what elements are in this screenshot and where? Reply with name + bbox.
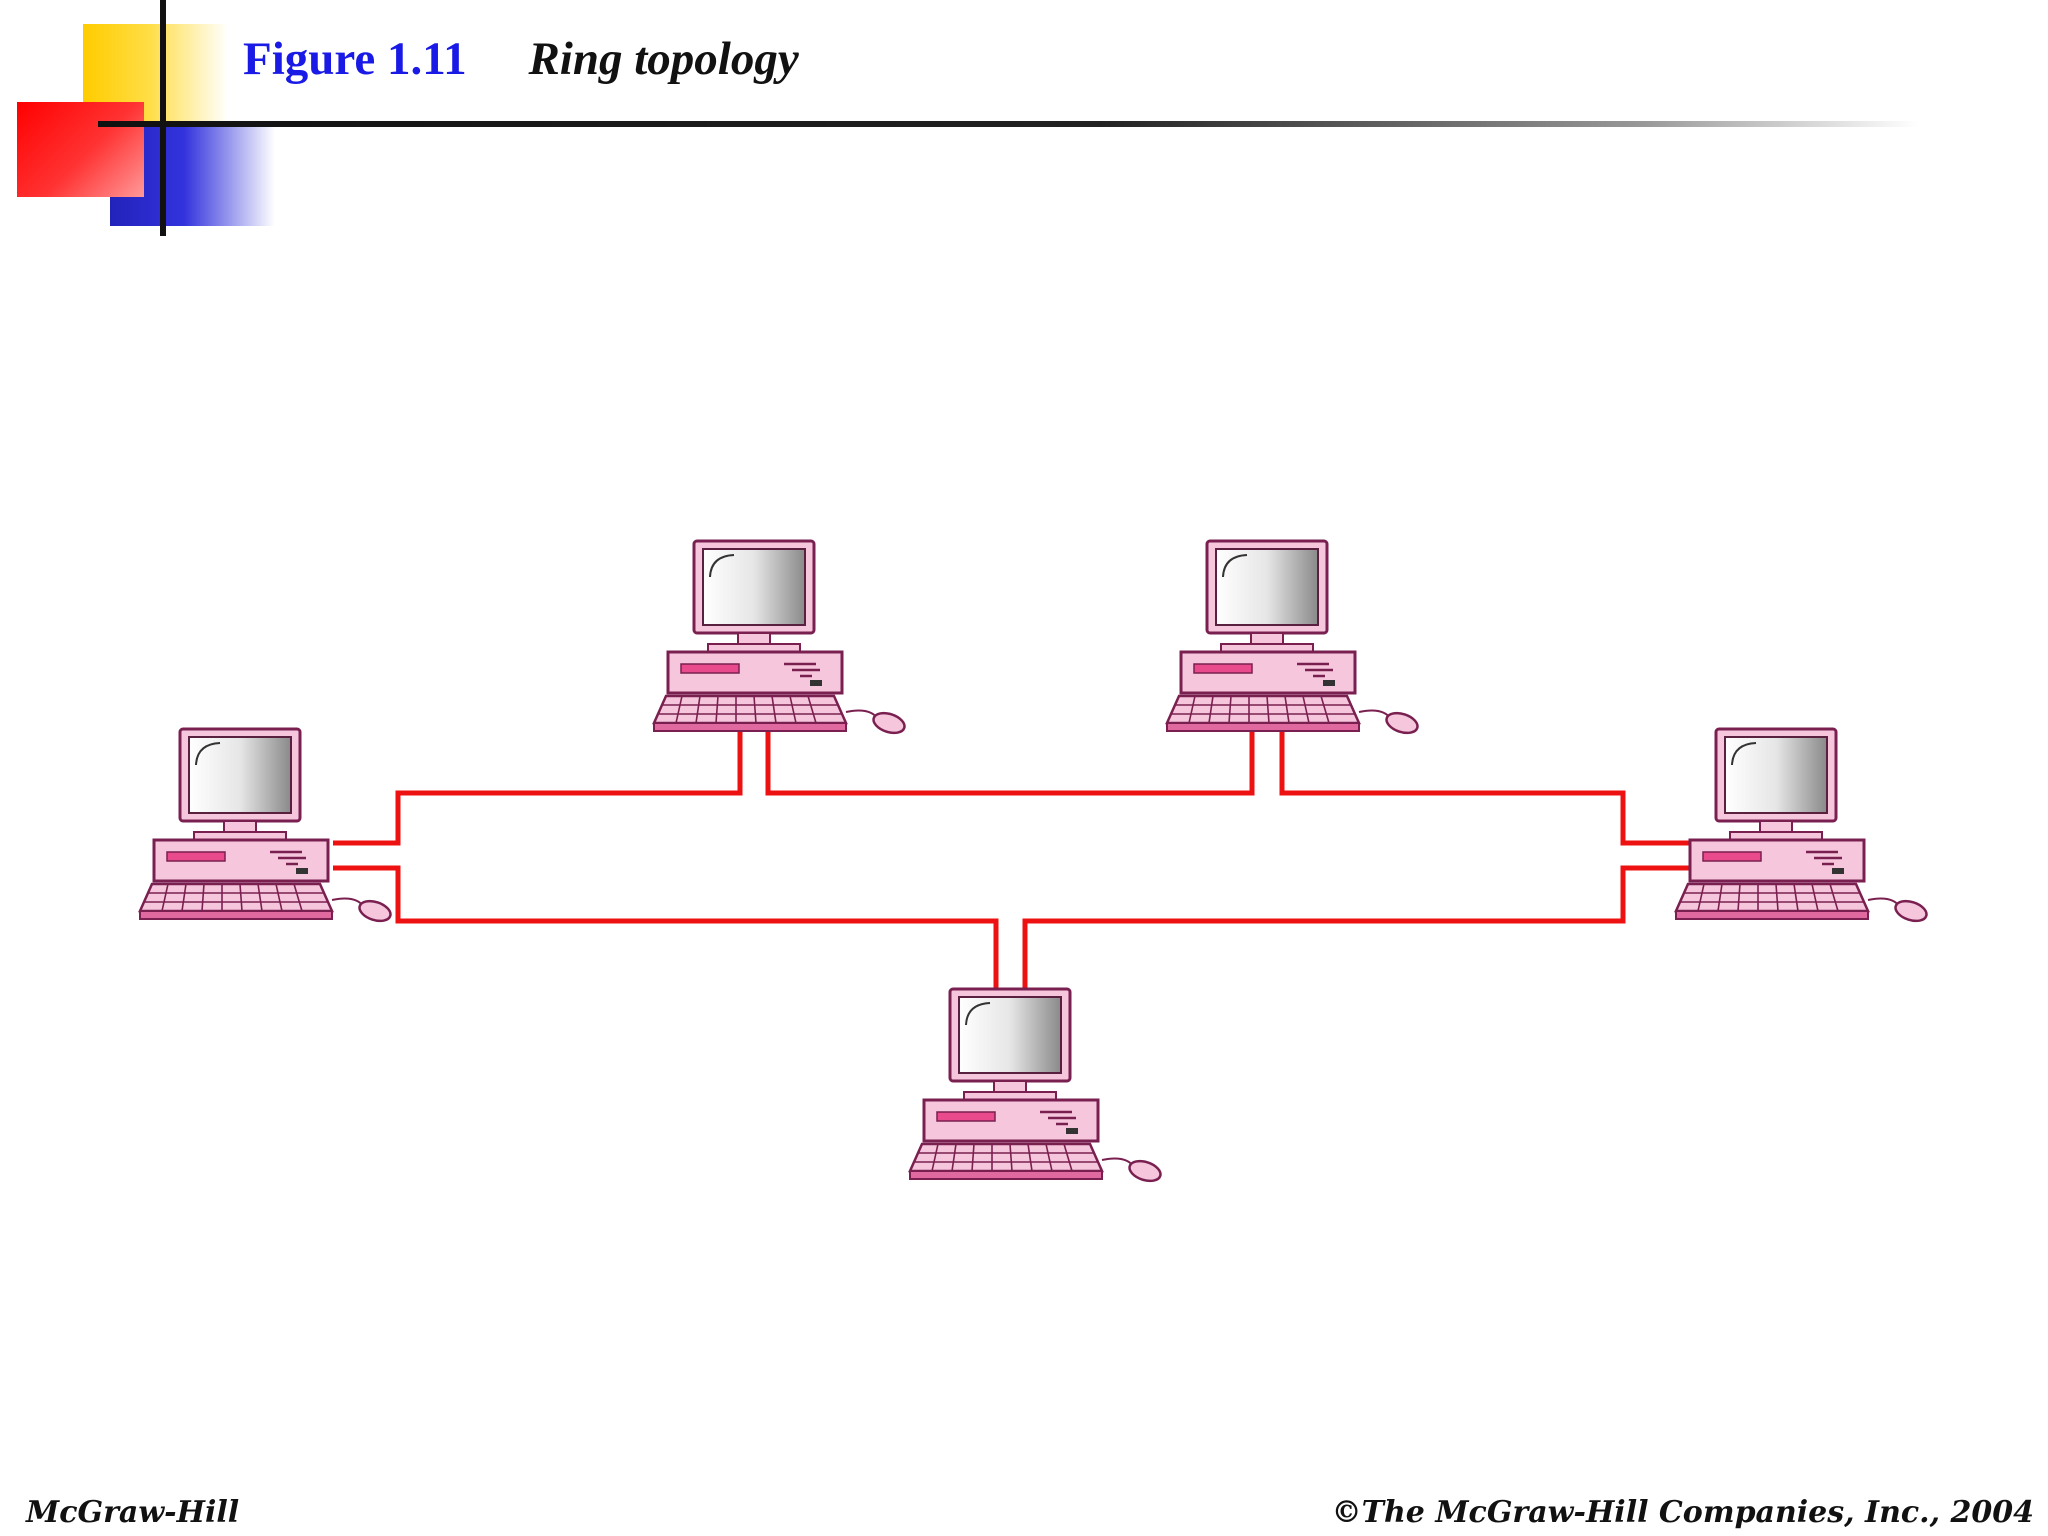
decor-red-block bbox=[17, 102, 144, 197]
computer-top-left bbox=[652, 539, 909, 739]
link-left-to-top-left bbox=[333, 730, 743, 846]
figure-caption: Ring topology bbox=[528, 33, 799, 85]
link-top-left-to-top-right bbox=[765, 730, 1255, 796]
page-title: Figure 1.11 Ring topology bbox=[243, 32, 799, 86]
footer-publisher: McGraw-Hill bbox=[26, 1495, 240, 1530]
computer-right bbox=[1674, 727, 1931, 927]
decor-vertical-line bbox=[160, 0, 166, 236]
figure-number: Figure 1.11 bbox=[243, 33, 467, 85]
link-right-to-bottom bbox=[1022, 865, 1690, 990]
title-underline bbox=[98, 121, 1918, 127]
ring-links bbox=[333, 730, 1690, 990]
computer-left bbox=[138, 727, 395, 927]
footer-copyright: ©The McGraw-Hill Companies, Inc., 2004 bbox=[1331, 1495, 2034, 1530]
link-bottom-to-left bbox=[333, 865, 999, 990]
computer-top-right bbox=[1165, 539, 1422, 739]
computer-bottom bbox=[908, 987, 1165, 1187]
link-top-right-to-right bbox=[1279, 730, 1690, 846]
